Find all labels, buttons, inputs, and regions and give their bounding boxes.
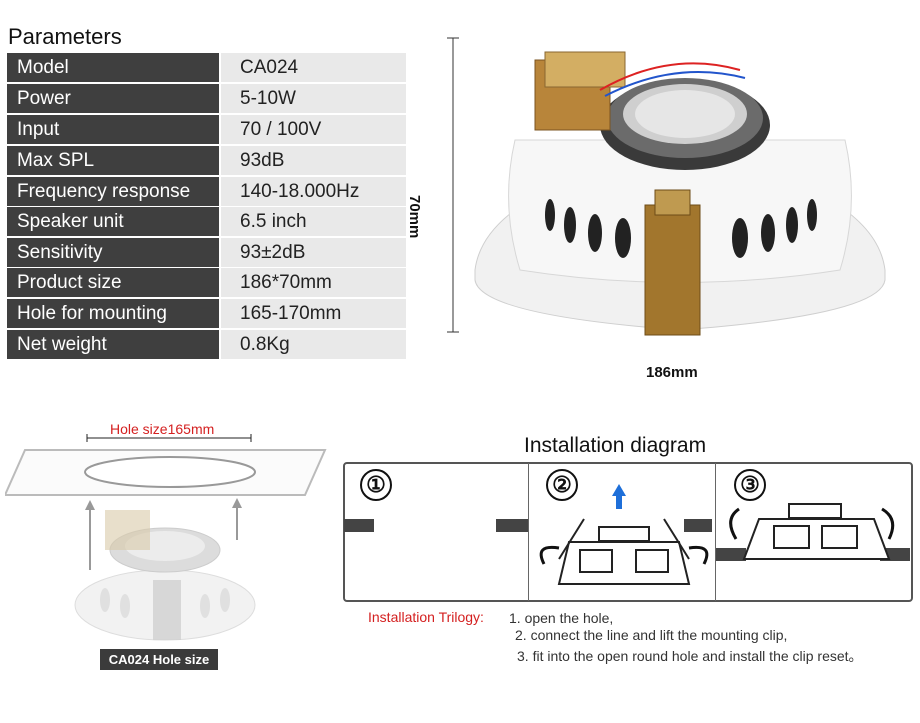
hole-size-label: Hole size165mm (110, 421, 215, 437)
model-hole-size-badge: CA024 Hole size (100, 649, 218, 670)
step-divider (528, 463, 529, 601)
installation-diagram-title: Installation diagram (524, 434, 707, 457)
installation-steps-drawing (344, 484, 910, 585)
hole-size-illustration (5, 434, 327, 641)
trilogy-step-2: 2. connect the line and lift the mountin… (515, 627, 788, 643)
spec-row-model: Model CA024 (7, 53, 406, 82)
trilogy-step-3: 3. fit into the open round hole and inst… (517, 648, 863, 664)
spec-row-sensitivity: Sensitivity 93±2dB (7, 238, 406, 267)
spec-row-product-size: Product size 186*70mm (7, 268, 406, 297)
installation-trilogy-label: Installation Trilogy: (368, 609, 484, 625)
spec-label: Product size (7, 268, 219, 297)
spec-label: Speaker unit (7, 207, 219, 236)
spec-value: 0.8Kg (221, 330, 406, 359)
spec-value: CA024 (221, 53, 406, 82)
spec-value: 186*70mm (221, 268, 406, 297)
spec-label: Frequency response (7, 177, 219, 206)
spec-label: Hole for mounting (7, 299, 219, 328)
spec-value: 165-170mm (221, 299, 406, 328)
spec-value: 6.5 inch (221, 207, 406, 236)
height-dimension-label: 70mm (406, 195, 423, 239)
spec-label: Max SPL (7, 146, 219, 175)
spec-label: Power (7, 84, 219, 113)
step-2-number: ② (546, 469, 578, 501)
step-divider (715, 463, 716, 601)
spec-row-speaker-unit: Speaker unit 6.5 inch (7, 207, 406, 236)
spec-row-input: Input 70 / 100V (7, 115, 406, 144)
spec-row-hole-for-mounting: Hole for mounting 165-170mm (7, 299, 406, 328)
step-1-number: ① (360, 469, 392, 501)
step-3-number: ③ (734, 469, 766, 501)
spec-row-frequency-response: Frequency response 140-18.000Hz (7, 177, 406, 206)
spec-row-power: Power 5-10W (7, 84, 406, 113)
spec-value: 93±2dB (221, 238, 406, 267)
spec-value: 93dB (221, 146, 406, 175)
spec-label: Input (7, 115, 219, 144)
width-dimension-label: 186mm (646, 364, 698, 381)
spec-label: Net weight (7, 330, 219, 359)
spec-value: 5-10W (221, 84, 406, 113)
speaker-product-illustration (447, 37, 886, 336)
parameters-title: Parameters (8, 24, 122, 49)
spec-row-max-spl: Max SPL 93dB (7, 146, 406, 175)
trilogy-step-1: 1. open the hole, (509, 610, 614, 626)
spec-value: 70 / 100V (221, 115, 406, 144)
spec-label: Sensitivity (7, 238, 219, 267)
spec-label: Model (7, 53, 219, 82)
spec-value: 140-18.000Hz (221, 177, 406, 206)
spec-row-net-weight: Net weight 0.8Kg (7, 330, 406, 359)
